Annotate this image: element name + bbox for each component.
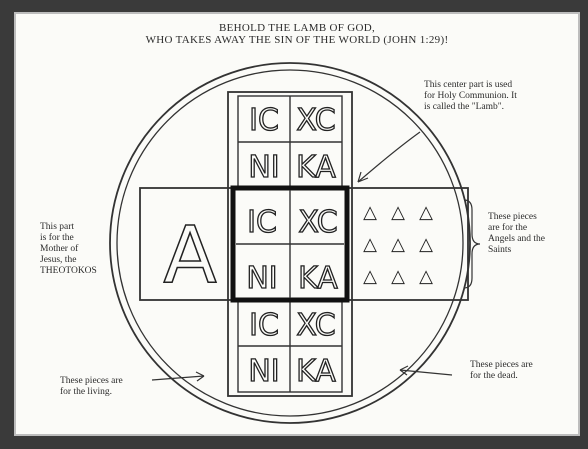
angels-annotation-line: Angels and the <box>488 234 545 245</box>
triangle-icon: △ <box>363 266 377 287</box>
triangle-icon: △ <box>419 202 433 223</box>
letters-ka-top: KA <box>296 150 336 185</box>
letters-xc-bottom: XC <box>296 308 335 343</box>
lamb-arrow <box>358 132 420 182</box>
living-arrow <box>152 376 204 380</box>
triangle-icon: △ <box>419 266 433 287</box>
living-annotation-line: for the living. <box>60 387 123 398</box>
letters-ni-top: NI <box>248 150 279 185</box>
theotokos-annotation-line: This part <box>40 222 97 233</box>
living-annotation-line: These pieces are <box>60 376 123 387</box>
angels-annotation-line: These pieces <box>488 212 545 223</box>
letters-ka-bottom: KA <box>296 354 336 389</box>
triangle-icon: △ <box>391 234 405 255</box>
letters-ni-center: NI <box>246 261 277 296</box>
triangle-icon: △ <box>391 266 405 287</box>
angels-annotation-line: are for the <box>488 223 545 234</box>
letters-ic-center: IC <box>247 205 277 240</box>
dead-annotation: These pieces are for the dead. <box>470 360 533 382</box>
theotokos-annotation-line: Mother of <box>40 244 97 255</box>
triangle-icon: △ <box>391 202 405 223</box>
angels-annotation: These pieces are for the Angels and the … <box>488 212 545 256</box>
theotokos-annotation-line: is for the <box>40 233 97 244</box>
dead-annotation-line: These pieces are <box>470 360 533 371</box>
lamb-annotation-line: This center part is used <box>424 80 517 91</box>
theotokos-annotation-line: Jesus, the <box>40 255 97 266</box>
theotokos-annotation: This part is for the Mother of Jesus, th… <box>40 222 97 277</box>
letters-xc-top: XC <box>296 103 335 138</box>
triangle-icon: △ <box>363 202 377 223</box>
letters-ni-bottom: NI <box>248 354 279 389</box>
lamb-annotation: This center part is used for Holy Commun… <box>424 80 517 113</box>
letters-xc-center: XC <box>298 205 337 240</box>
living-annotation: These pieces are for the living. <box>60 376 123 398</box>
theotokos-annotation-line: THEOTOKOS <box>40 266 97 277</box>
letters-ka-center: KA <box>298 261 338 296</box>
lamb-annotation-line: for Holy Communion. It <box>424 91 517 102</box>
dead-arrow <box>400 370 452 375</box>
angels-triangles: △ △ △ △ △ △ △ △ △ <box>363 202 433 287</box>
letters-ic-top: IC <box>249 103 279 138</box>
dead-annotation-line: for the dead. <box>470 371 533 382</box>
theotokos-letter: A <box>163 211 216 301</box>
angels-annotation-line: Saints <box>488 245 545 256</box>
triangle-icon: △ <box>419 234 433 255</box>
letters-ic-bottom: IC <box>249 308 279 343</box>
lamb-annotation-line: is called the "Lamb". <box>424 102 517 113</box>
triangle-icon: △ <box>363 234 377 255</box>
